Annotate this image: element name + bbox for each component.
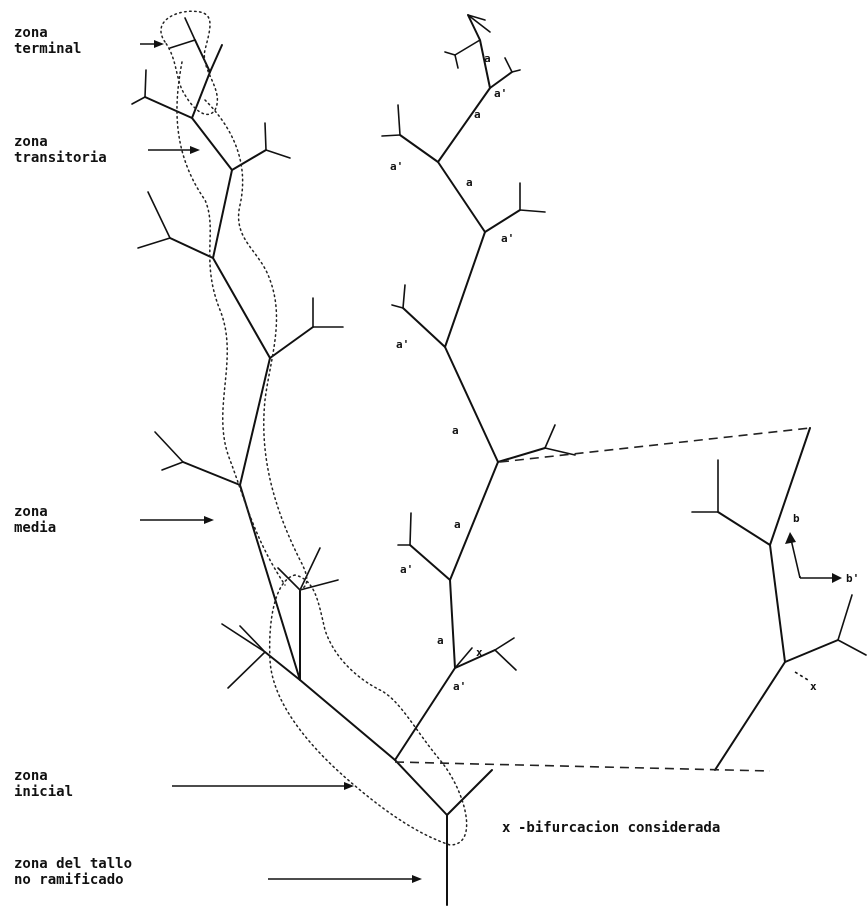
left-tree-main-axis	[192, 40, 447, 905]
left-tree-twig	[162, 462, 183, 470]
detail-tree-branch	[785, 640, 838, 662]
zone-inicial-label-2: inicial	[14, 784, 73, 800]
left-tree-twig	[222, 624, 265, 652]
left-tree-twig	[266, 150, 290, 158]
middle-tree-twig	[445, 52, 455, 55]
middle-tree-twig	[495, 650, 516, 670]
segment-label-a-prime: a'	[400, 563, 413, 576]
left-tree-twig	[138, 238, 170, 248]
media-arrowhead	[204, 516, 214, 524]
middle-tree-twig	[382, 135, 400, 136]
b-arrowhead	[785, 532, 796, 544]
middle-tree-twig	[545, 448, 575, 455]
b-prime-arrowhead	[832, 573, 842, 583]
zone-inicial-label-1: zona	[14, 768, 48, 784]
left-tree-twig	[148, 192, 170, 238]
middle-tree-twig	[455, 55, 458, 68]
bifurcation-marker: x	[476, 646, 483, 659]
legend-symbol: x	[502, 820, 511, 836]
left-tree-twig	[265, 123, 266, 150]
detail-tree-twig	[838, 595, 852, 640]
middle-tree-twig	[520, 210, 545, 212]
zone-labels: zona terminal zona transitoria zona medi…	[14, 25, 132, 888]
zone-terminal-label-1: zona	[14, 25, 48, 41]
middle-tree-branch	[455, 650, 495, 668]
detail-tree	[692, 428, 866, 770]
legend: x -bifurcacion considerada	[502, 820, 720, 836]
left-tree-branch	[145, 97, 192, 118]
segment-label-a-prime: a'	[396, 338, 409, 351]
middle-tree-branch	[490, 72, 512, 88]
left-tree	[132, 18, 492, 905]
zone-terminal-label-2: terminal	[14, 41, 81, 57]
zone-transitoria-label-2: transitoria	[14, 150, 107, 166]
zone-tallo-label-2: no ramificado	[14, 872, 124, 888]
left-tree-twig	[185, 18, 195, 40]
left-tree-branch	[232, 150, 266, 170]
middle-tree-twig	[410, 513, 411, 545]
tallo-arrowhead	[412, 875, 422, 883]
middle-tree-branch	[410, 545, 450, 580]
zone-tallo-label-1: zona del tallo	[14, 856, 132, 872]
zone-middle-outline-right	[205, 100, 307, 590]
left-tree-twig	[132, 97, 145, 104]
zone-middle-outline-left	[177, 62, 285, 585]
bifurcation-marker: x	[810, 680, 817, 693]
zone-transitoria-label-1: zona	[14, 134, 48, 150]
middle-tree-branch	[400, 135, 438, 162]
legend-text: -bifurcacion considerada	[518, 820, 720, 836]
segment-label-a: a	[454, 518, 461, 531]
segment-label-a: a	[466, 176, 473, 189]
detail-tree-main-axis	[715, 428, 810, 770]
left-tree-twig	[278, 568, 300, 590]
segment-label-a-prime: a'	[494, 87, 507, 100]
middle-tree-branch	[403, 308, 445, 347]
middle-tree-twig	[505, 58, 512, 72]
segment-label-a: a	[452, 424, 459, 437]
detail-tree-twig	[838, 640, 866, 655]
middle-tree-twig	[495, 638, 514, 650]
left-tree-twig	[155, 432, 183, 462]
middle-tree-twig	[392, 305, 403, 308]
left-tree-twig	[145, 70, 146, 97]
left-tree-branch	[210, 45, 222, 72]
middle-tree-twig	[545, 425, 555, 448]
segment-label-a: a	[484, 52, 491, 65]
left-tree-branch	[183, 462, 240, 485]
marker-arrow	[795, 672, 808, 680]
middle-tree-twig	[398, 105, 400, 135]
segment-label-a: a	[437, 634, 444, 647]
terminal-arrowhead	[154, 40, 164, 48]
left-tree-twig	[300, 580, 338, 590]
left-tree-branch	[170, 238, 213, 258]
segment-label-a: a	[474, 108, 481, 121]
middle-tree-twig	[512, 70, 520, 72]
segment-label-a-prime: a'	[453, 680, 466, 693]
left-tree-twig	[228, 652, 265, 688]
transitoria-arrowhead	[190, 146, 200, 154]
segment-labels: a a' a a' a a' a' a a a' a a' x b b' x	[390, 52, 859, 693]
segment-label-a-prime: a'	[501, 232, 514, 245]
detail-tree-branch	[718, 512, 770, 545]
left-tree-twig	[300, 548, 320, 590]
zone-media-label-1: zona	[14, 504, 48, 520]
left-tree-branch	[447, 770, 492, 815]
middle-tree-twig	[403, 285, 405, 308]
middle-tree-branch	[485, 210, 520, 232]
segment-label-b: b	[793, 512, 800, 525]
connector-bottom	[395, 762, 770, 771]
segment-label-b-prime: b'	[846, 572, 859, 585]
segment-label-a-prime: a'	[390, 160, 403, 173]
middle-tree-twig	[455, 40, 480, 55]
zone-media-label-2: media	[14, 520, 56, 536]
left-tree-twig	[170, 40, 195, 48]
